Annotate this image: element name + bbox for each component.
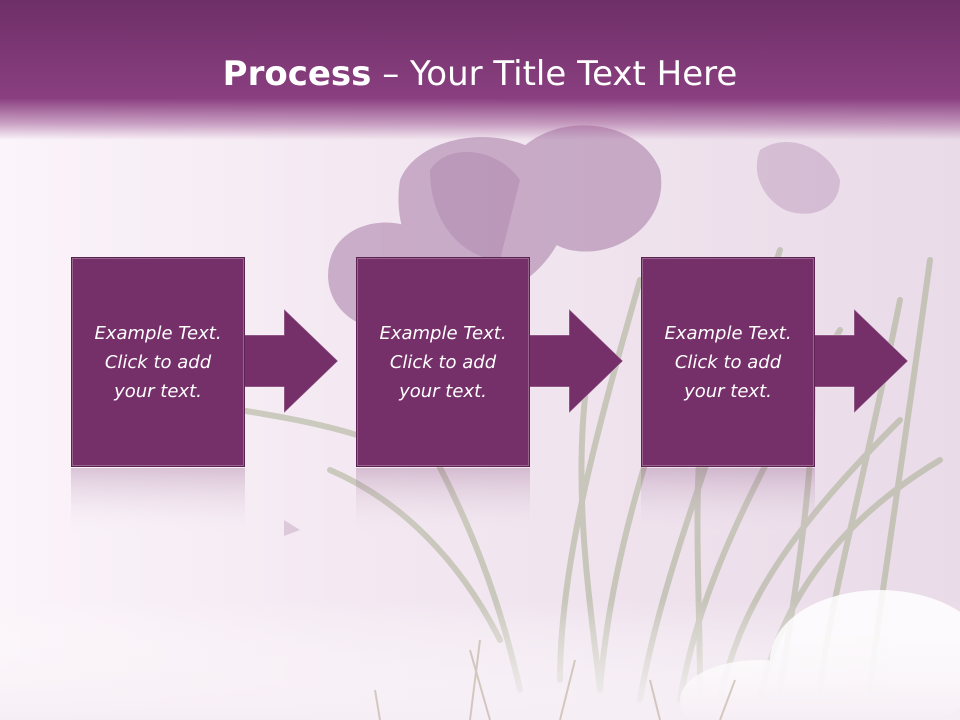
arrow-icon	[528, 307, 624, 415]
page-title[interactable]: Process – Your Title Text Here	[0, 52, 960, 96]
box-reflection	[71, 468, 245, 538]
box-reflection	[356, 468, 530, 538]
arrow-reflection	[284, 520, 300, 536]
step-1-text: Example Text. Click to add your text.	[94, 322, 222, 402]
arrow-icon	[243, 307, 339, 415]
box-reflection	[641, 468, 815, 538]
process-step-3[interactable]: Example Text. Click to add your text.	[641, 257, 815, 467]
title-rest: Your Title Text Here	[410, 54, 738, 94]
process-step-2[interactable]: Example Text. Click to add your text.	[356, 257, 530, 467]
arrow-icon	[813, 307, 909, 415]
step-3-text: Example Text. Click to add your text.	[664, 322, 792, 402]
title-separator: –	[371, 54, 411, 94]
title-bar	[0, 0, 960, 140]
step-2-text: Example Text. Click to add your text.	[379, 322, 507, 402]
title-bold-word: Process	[222, 54, 372, 94]
process-step-1[interactable]: Example Text. Click to add your text.	[71, 257, 245, 467]
